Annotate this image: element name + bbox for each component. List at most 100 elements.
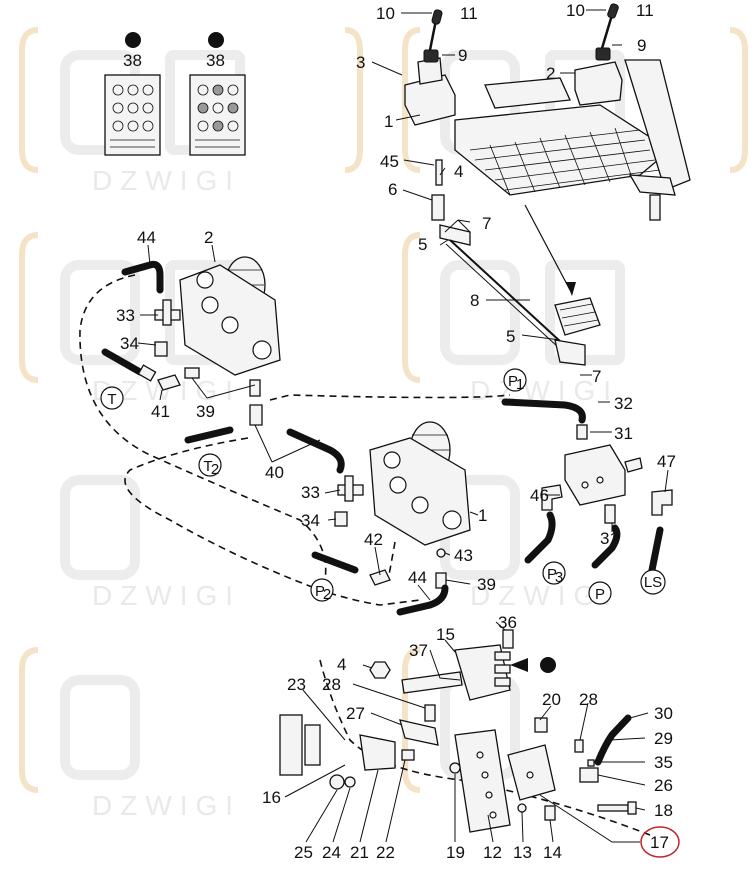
arrow-ref bbox=[510, 657, 556, 673]
distribution-block bbox=[564, 444, 643, 506]
part-label-46: 46 bbox=[530, 486, 549, 505]
part-label-13: 13 bbox=[513, 843, 532, 862]
part-label-33: 33 bbox=[116, 306, 135, 325]
part-label-37: 37 bbox=[409, 641, 428, 660]
part-label-7: 7 bbox=[592, 367, 601, 386]
watermark-text: DZWIGI bbox=[92, 165, 241, 196]
svg-text:1: 1 bbox=[516, 376, 524, 393]
hose-P3 bbox=[524, 511, 556, 564]
part-label-21: 21 bbox=[350, 843, 369, 862]
bolt-14-13 bbox=[517, 803, 556, 821]
washers-24-25 bbox=[329, 774, 356, 790]
port-P-marker: P bbox=[588, 581, 612, 605]
nut-4 bbox=[369, 661, 391, 679]
bolt-20 bbox=[534, 717, 548, 733]
part-label-38: 38 bbox=[123, 51, 142, 70]
part-label-33: 33 bbox=[301, 483, 320, 502]
part-label-7: 7 bbox=[482, 214, 491, 233]
part-label-39: 39 bbox=[196, 402, 215, 421]
valve-body-top-left bbox=[404, 49, 456, 126]
parts-26-28-35 bbox=[574, 739, 599, 783]
part-label-45: 45 bbox=[380, 152, 399, 171]
part-label-24: 24 bbox=[322, 843, 341, 862]
part-label-3: 3 bbox=[356, 53, 365, 72]
part-label-2: 2 bbox=[204, 228, 213, 247]
fitting-33-mid bbox=[337, 475, 364, 502]
part-label-12: 12 bbox=[483, 843, 502, 862]
part-label-5: 5 bbox=[418, 235, 427, 254]
part-label-20: 20 bbox=[542, 690, 561, 709]
part-label-31: 31 bbox=[614, 424, 633, 443]
part-label-31: 31 bbox=[600, 529, 619, 548]
part-label-34: 34 bbox=[301, 511, 320, 530]
joystick-lever-right bbox=[598, 3, 619, 56]
port-P2-marker: P 2 bbox=[310, 578, 334, 603]
part-label-4: 4 bbox=[454, 162, 463, 181]
part-label-41: 41 bbox=[151, 402, 170, 421]
hose-P bbox=[591, 524, 621, 569]
svg-text:2: 2 bbox=[211, 461, 219, 478]
pin-28-left bbox=[424, 704, 436, 722]
part-label-15: 15 bbox=[436, 625, 455, 644]
svg-text:3: 3 bbox=[555, 569, 563, 586]
part-label-38: 38 bbox=[206, 51, 225, 70]
cylinder-16-21 bbox=[279, 714, 396, 776]
plate-12 bbox=[454, 729, 511, 833]
part-label-29: 29 bbox=[654, 729, 673, 748]
part-label-11: 11 bbox=[460, 4, 478, 23]
fitting-34-mid bbox=[334, 511, 348, 527]
svg-text:T: T bbox=[107, 391, 116, 408]
hose-LS bbox=[648, 526, 664, 574]
part-label-5: 5 bbox=[506, 327, 515, 346]
part-label-28: 28 bbox=[322, 675, 341, 694]
fitting-33-top bbox=[154, 299, 181, 326]
hose-44-bottom bbox=[396, 584, 449, 616]
fitting-31-bottom bbox=[604, 504, 616, 524]
part-label-43: 43 bbox=[454, 546, 473, 565]
part-label-28: 28 bbox=[579, 690, 598, 709]
hose-route-dashed bbox=[79, 274, 511, 606]
part-label-47: 47 bbox=[657, 452, 676, 471]
hose-P1 bbox=[501, 398, 586, 424]
fitting-41 bbox=[157, 374, 181, 391]
svg-text:P: P bbox=[508, 373, 518, 390]
part-label-32: 32 bbox=[614, 394, 633, 413]
part-label-4: 4 bbox=[337, 655, 346, 674]
svg-text:P: P bbox=[547, 566, 557, 583]
part-label-14: 14 bbox=[543, 843, 562, 862]
part-label-11: 11 bbox=[636, 1, 654, 20]
watermark-text: DZWIGI bbox=[92, 790, 241, 821]
decal-38-left bbox=[104, 32, 161, 156]
part-label-8: 8 bbox=[470, 291, 479, 310]
fitting-34-top bbox=[154, 341, 168, 357]
part-label-30: 30 bbox=[654, 704, 673, 723]
hose-route-dashed-bottom bbox=[319, 659, 651, 836]
svg-text:P: P bbox=[595, 586, 605, 603]
part-label-27: 27 bbox=[346, 704, 365, 723]
svg-text:LS: LS bbox=[644, 574, 662, 591]
part-label-17: 17 bbox=[650, 833, 669, 852]
port-T2-marker: T 2 bbox=[198, 453, 222, 478]
decal-38-right bbox=[189, 32, 246, 156]
bolt-22 bbox=[401, 749, 415, 761]
watermark-text: DZWIGI bbox=[470, 580, 619, 611]
part-label-1: 1 bbox=[478, 506, 487, 525]
part-label-9: 9 bbox=[458, 46, 467, 65]
part-label-36: 36 bbox=[498, 613, 517, 632]
bolt-36 bbox=[502, 629, 514, 649]
valve-15 bbox=[401, 644, 511, 701]
control-valve-1 bbox=[369, 421, 471, 546]
fitting-31-top bbox=[576, 424, 588, 440]
valve-body-top-right bbox=[574, 47, 623, 106]
fitting-46 bbox=[541, 484, 563, 511]
highlight-ring-17 bbox=[640, 826, 680, 858]
part-label-10: 10 bbox=[566, 1, 585, 20]
part-label-18: 18 bbox=[654, 801, 673, 820]
part-label-1: 1 bbox=[384, 112, 393, 131]
part-label-23: 23 bbox=[287, 675, 306, 694]
port-P1-marker: P 1 bbox=[503, 368, 527, 393]
part-label-19: 19 bbox=[446, 843, 465, 862]
leader-lines bbox=[137, 9, 669, 843]
part-label-26: 26 bbox=[654, 776, 673, 795]
